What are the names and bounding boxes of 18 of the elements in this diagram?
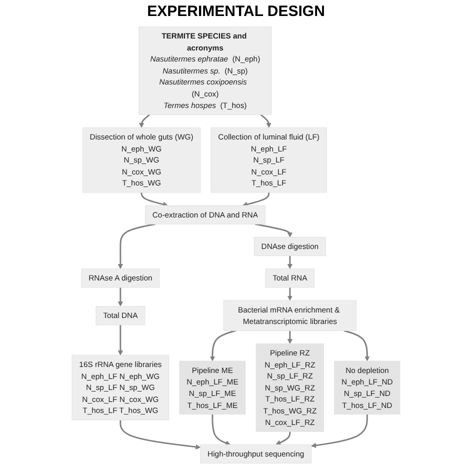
arrow [140, 192, 168, 207]
arrow [118, 324, 124, 356]
diagram-title: EXPERIMENTAL DESIGN [146, 3, 326, 20]
arrow [138, 114, 150, 128]
arrow [120, 420, 201, 450]
arrow [212, 414, 231, 446]
arrow [210, 330, 236, 362]
arrow [260, 114, 272, 128]
arrow [242, 192, 270, 207]
arrow [254, 223, 293, 238]
arrow [118, 223, 156, 270]
arrow [276, 432, 291, 445]
arrow [287, 256, 293, 270]
arrow [344, 330, 370, 362]
arrow [287, 330, 293, 344]
arrow [311, 414, 368, 448]
arrow [118, 287, 124, 306]
arrow [287, 287, 293, 301]
